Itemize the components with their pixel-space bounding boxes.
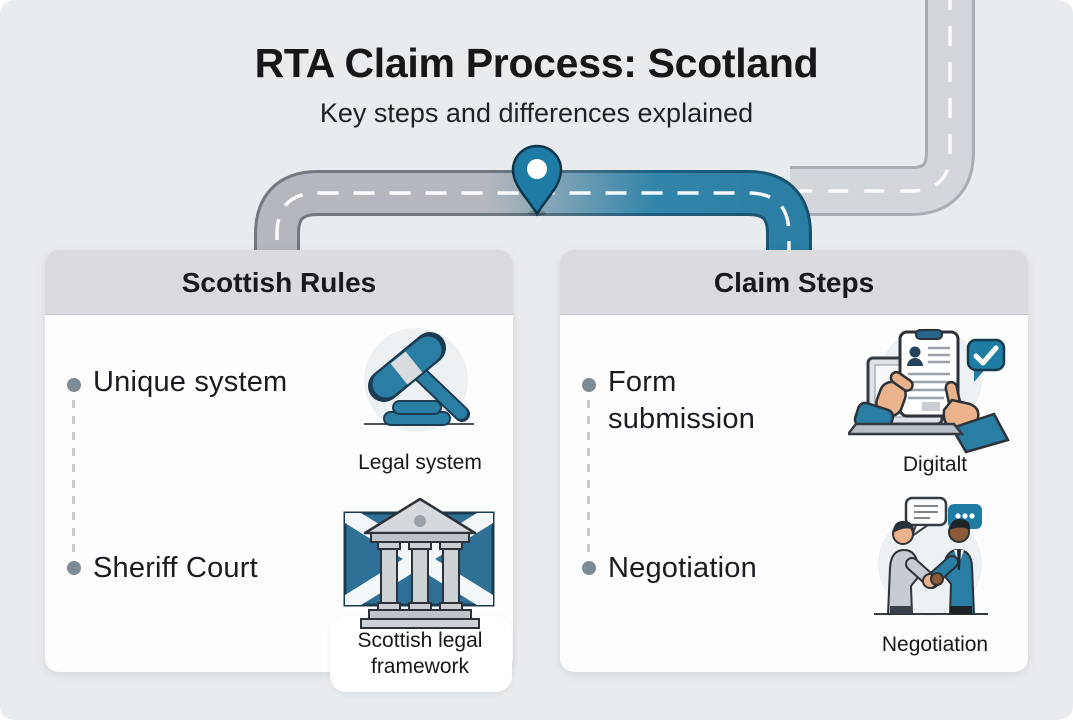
bullet-dot xyxy=(67,561,81,575)
page-title: RTA Claim Process: Scotland xyxy=(254,40,819,86)
bullet-dot xyxy=(67,378,81,392)
bullet-connector xyxy=(72,400,75,554)
bullet-form-submission: Form submission xyxy=(608,366,756,435)
caption-digitalt: Digitalt xyxy=(902,453,968,476)
digital-form-icon xyxy=(848,328,1010,454)
caption-negotiation: Negotiation xyxy=(881,633,989,656)
gavel-icon xyxy=(364,328,474,432)
bullet-unique-system: Unique system xyxy=(93,366,288,398)
caption-legal-system: Legal system xyxy=(358,451,482,474)
page-subtitle: Key steps and differences explained xyxy=(319,98,754,128)
secondary-road xyxy=(790,0,975,216)
panel-claim-steps: Claim Steps Form submission Negotiation xyxy=(560,250,1028,672)
bullet-dot xyxy=(582,378,596,392)
panel-header-scottish-rules: Scottish Rules xyxy=(45,250,513,315)
bullet-negotiation: Negotiation xyxy=(608,552,757,584)
bullet-dot xyxy=(582,561,596,575)
handshake-icon xyxy=(874,496,988,616)
courthouse-flag-icon xyxy=(343,497,495,629)
bullet-sheriff-court: Sheriff Court xyxy=(93,552,258,584)
location-pin-icon xyxy=(511,144,563,217)
caption-scottish-legal-framework: Scottish legal framework xyxy=(357,629,483,678)
panel-header-claim-steps: Claim Steps xyxy=(560,250,1028,315)
panel-scottish-rules: Scottish Rules Unique system Sheriff Cou… xyxy=(45,250,513,692)
bullet-connector xyxy=(587,400,590,554)
